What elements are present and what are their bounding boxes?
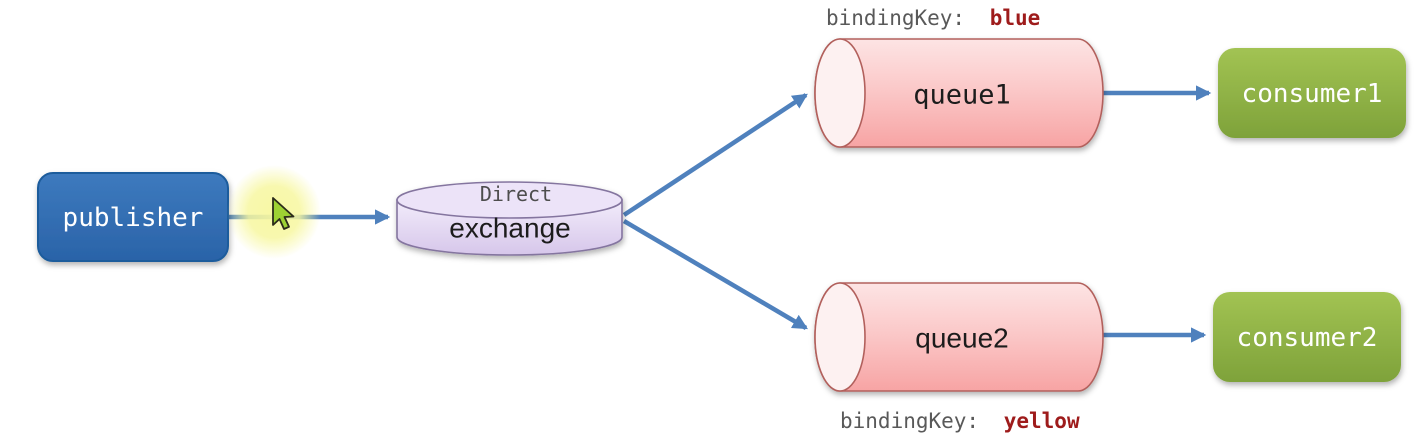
queue2-cylinder-face <box>814 282 866 392</box>
queue2-label: queue2 <box>915 323 1008 354</box>
consumer1-node: consumer1 <box>1218 48 1406 138</box>
binding-key-annotation-queue1: bindingKey: blue <box>826 6 1040 30</box>
exchange-cylinder-top <box>396 181 623 219</box>
queue2-node: queue2 <box>814 282 1104 392</box>
consumer2-node: consumer2 <box>1213 292 1401 382</box>
publisher-label: publisher <box>63 203 204 233</box>
arrow-exchange-to-queue2 <box>622 219 808 330</box>
queue1-cylinder-face <box>814 38 866 148</box>
queue1-label: queue1 <box>913 80 1011 111</box>
exchange-label: exchange <box>449 213 570 244</box>
binding-key-label: bindingKey: <box>840 409 979 433</box>
publisher-node: publisher <box>37 172 229 262</box>
binding-key-value: blue <box>990 6 1041 30</box>
consumer1-box <box>1218 48 1406 138</box>
arrow-exchange-to-queue1 <box>622 93 808 217</box>
exchange-type-label: Direct <box>480 182 552 206</box>
cursor-icon <box>272 197 295 230</box>
binding-key-label: bindingKey: <box>826 6 965 30</box>
consumer2-label: consumer2 <box>1237 323 1378 353</box>
cursor-highlight <box>227 165 321 259</box>
binding-key-annotation-queue2: bindingKey: yellow <box>840 409 1080 433</box>
consumer1-label: consumer1 <box>1242 79 1383 109</box>
consumer2-box <box>1213 292 1401 382</box>
exchange-node: Direct exchange <box>396 181 623 256</box>
binding-key-value: yellow <box>1004 409 1080 433</box>
queue1-node: queue1 <box>814 38 1104 148</box>
